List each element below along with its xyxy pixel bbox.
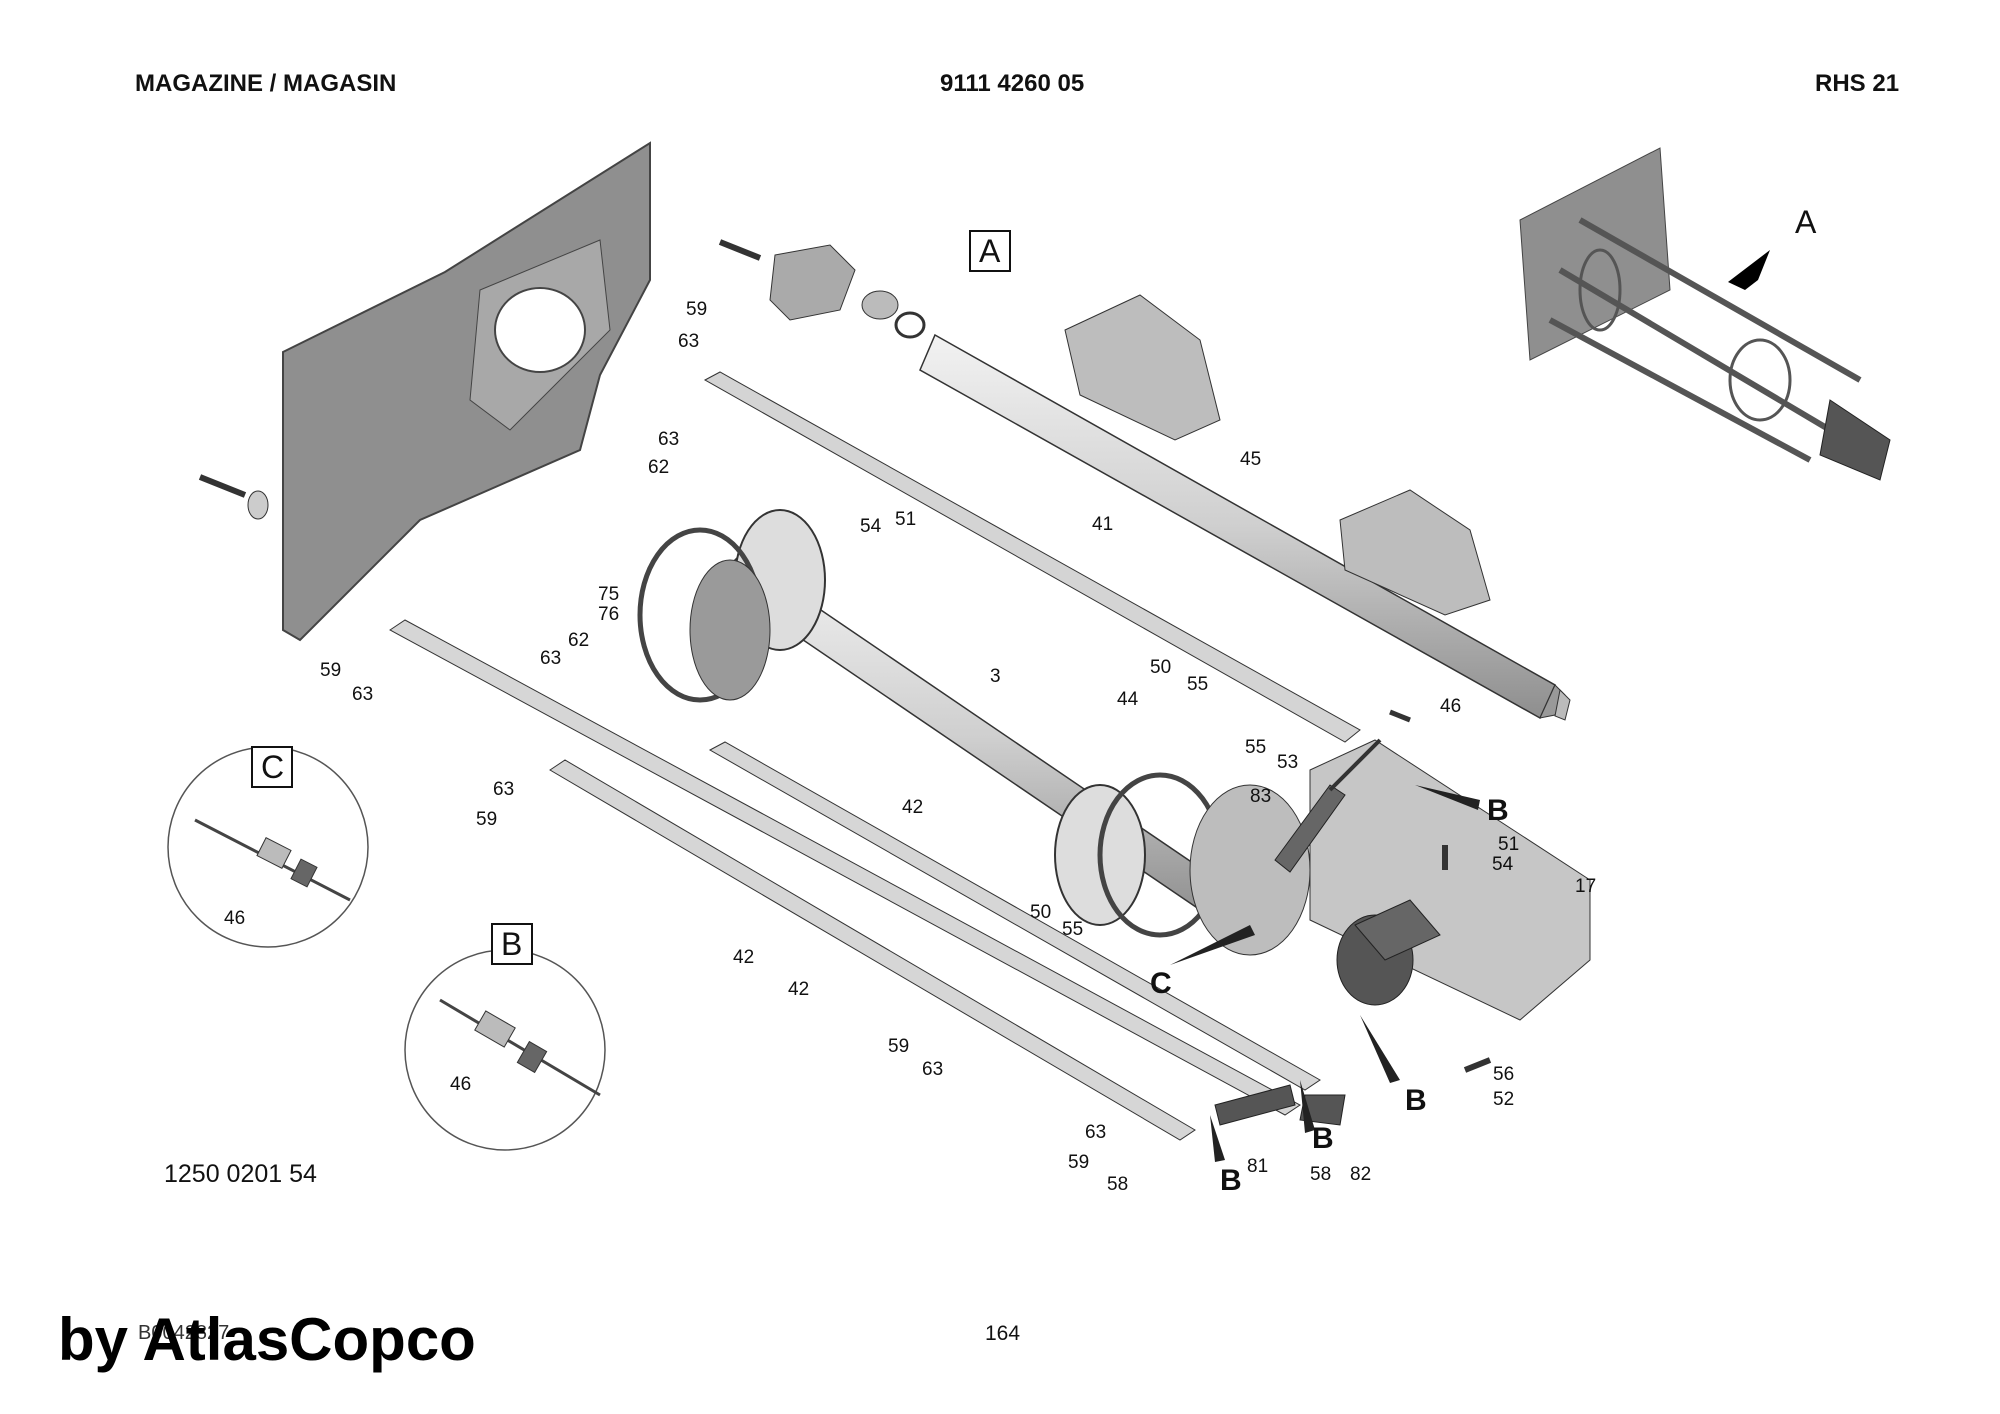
drive-housing xyxy=(1189,739,1591,1021)
label-56: 56 xyxy=(1493,1064,1514,1085)
drawing-code: 1250 0201 54 xyxy=(164,1160,317,1188)
pointer-c-label: C xyxy=(1150,967,1172,1000)
label-53: 53 xyxy=(1277,752,1298,773)
header-part-number: 9111 4260 05 xyxy=(940,70,1085,97)
loose-bolts xyxy=(1389,709,1492,1073)
callout-box-b: B xyxy=(491,923,533,965)
label-59: 59 xyxy=(1068,1152,1089,1173)
label-63: 63 xyxy=(678,331,699,352)
label-3: 3 xyxy=(990,666,1001,687)
part-number-labels: 59 63 63 62 54 51 45 41 75 76 62 63 59 6… xyxy=(224,299,1596,1195)
label-55: 55 xyxy=(1062,919,1083,940)
label-62: 62 xyxy=(568,630,589,651)
label-51: 51 xyxy=(1498,834,1519,855)
callout-a-label: A xyxy=(979,233,1001,269)
lower-beams xyxy=(389,619,1321,1141)
pointer-b-label: B xyxy=(1405,1084,1427,1117)
roller-brackets xyxy=(1064,294,1491,616)
pointer-b-label: B xyxy=(1220,1164,1242,1197)
label-83: 83 xyxy=(1250,786,1271,807)
brand-watermark: by AtlasCopco xyxy=(58,1306,476,1373)
top-beam xyxy=(703,371,1361,743)
label-59: 59 xyxy=(320,660,341,681)
label-55: 55 xyxy=(1245,737,1266,758)
label-41: 41 xyxy=(1092,514,1113,535)
inset-overview xyxy=(1519,147,1891,481)
label-44: 44 xyxy=(1117,689,1139,710)
callout-b-label: B xyxy=(501,926,522,962)
label-17: 17 xyxy=(1575,876,1596,897)
label-59: 59 xyxy=(888,1036,909,1057)
label-82: 82 xyxy=(1350,1164,1371,1185)
label-50: 50 xyxy=(1030,902,1051,923)
callout-c-label: C xyxy=(261,749,284,785)
label-76: 76 xyxy=(598,604,619,625)
label-42: 42 xyxy=(788,979,809,1000)
label-63: 63 xyxy=(493,779,514,800)
label-45: 45 xyxy=(1240,449,1261,470)
bold-pointer-labels: B B B B C xyxy=(1150,794,1509,1197)
label-62: 62 xyxy=(648,457,669,478)
label-58: 58 xyxy=(1107,1174,1128,1195)
page-number: 164 xyxy=(985,1322,1021,1345)
label-46: 46 xyxy=(450,1074,471,1095)
star-wheels xyxy=(637,509,1223,938)
label-46: 46 xyxy=(224,908,245,929)
detail-circle-c xyxy=(167,746,369,948)
label-51: 51 xyxy=(895,509,916,530)
detail-circle-b xyxy=(404,949,606,1151)
label-54: 54 xyxy=(860,516,882,537)
label-63: 63 xyxy=(352,684,373,705)
label-52: 52 xyxy=(1493,1089,1514,1110)
hydraulic-cylinders xyxy=(1214,738,1382,1126)
label-50: 50 xyxy=(1150,657,1171,678)
label-63: 63 xyxy=(658,429,679,450)
header-left-title: MAGAZINE / MAGASIN xyxy=(135,70,397,97)
label-81: 81 xyxy=(1247,1156,1268,1177)
label-63: 63 xyxy=(540,648,561,669)
label-58: 58 xyxy=(1310,1164,1331,1185)
mounting-plate xyxy=(282,141,651,642)
top-bracket xyxy=(718,239,856,321)
header-right-model: RHS 21 xyxy=(1815,70,1900,97)
label-46: 46 xyxy=(1440,696,1461,717)
pointer-wedges xyxy=(1170,785,1480,1162)
callout-box-c: C xyxy=(251,746,293,788)
pointer-b-label: B xyxy=(1312,1122,1334,1155)
callout-box-a: A xyxy=(969,230,1011,272)
label-59: 59 xyxy=(686,299,707,320)
label-59: 59 xyxy=(476,809,497,830)
label-63: 63 xyxy=(1085,1122,1106,1143)
label-42: 42 xyxy=(902,797,923,818)
pointer-b-label: B xyxy=(1487,794,1509,827)
label-54: 54 xyxy=(1492,854,1514,875)
label-75: 75 xyxy=(598,584,619,605)
washer-bolt-left xyxy=(198,474,269,520)
reference-number: B0042827 xyxy=(138,1322,230,1344)
inset-a-label: A xyxy=(1795,204,1817,240)
label-55: 55 xyxy=(1187,674,1208,695)
label-42: 42 xyxy=(733,947,754,968)
label-63: 63 xyxy=(922,1059,943,1080)
